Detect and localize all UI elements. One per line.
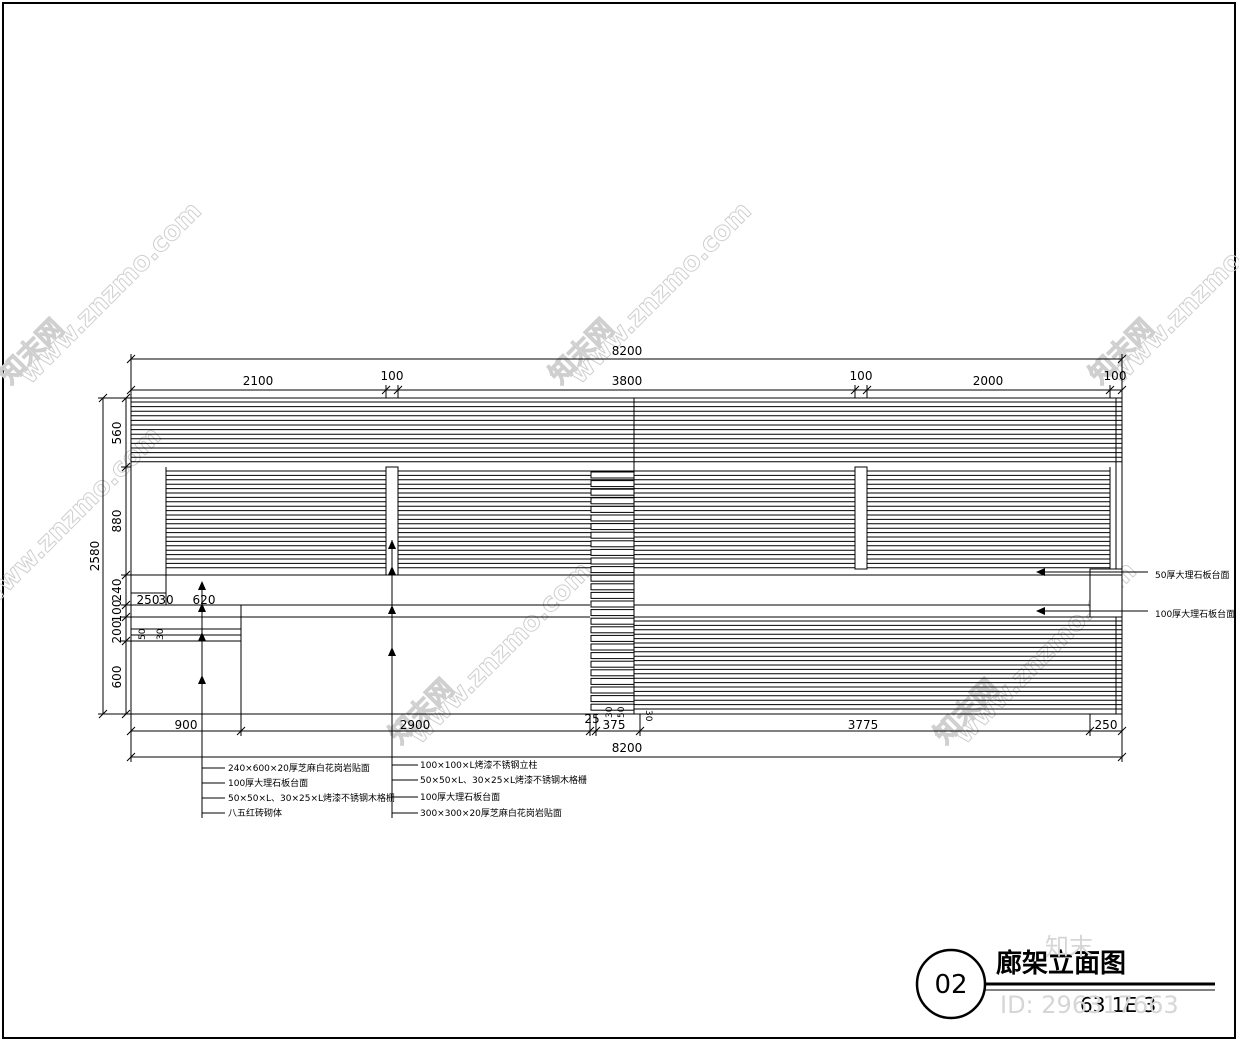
dim-top-seg: 100 [850,369,873,383]
dim-left-seg: 200 [110,621,124,644]
dim-bottom-seg: 900 [175,718,198,732]
column-slat [590,480,635,488]
left-seat-top [130,574,167,606]
note-mid: 300×300×20厚芝麻白花岗岩贴面 [420,807,562,819]
pergola-outline [130,397,1123,715]
column-slat [590,566,635,574]
inner-dimension-labels: 250 30 620 50 30 30 50 30 [137,593,653,722]
column-slat [590,471,635,479]
column-slat [590,505,635,513]
dim-small: 30 [605,706,615,718]
leader-lines [201,540,1148,818]
column-slat [590,591,635,599]
column-slat [590,677,635,685]
column-slat [590,626,635,634]
dim-small: 30 [156,628,166,640]
dim-left-seg: 100 [110,600,124,623]
column-slat [590,669,635,677]
dim-left-seg: 600 [110,666,124,689]
note-right: 50厚大理石板台面 [1155,569,1229,581]
annotation-notes: 240×600×20厚芝麻白花岗岩贴面 100厚大理石板台面 50×50×L、3… [228,569,1235,819]
middle-lattice [166,470,1110,569]
dim-small: 30 [643,710,653,722]
dim-left-total: 2580 [88,541,102,572]
dim-left-seg: 880 [110,510,124,533]
note-left: 100厚大理石板台面 [228,777,308,789]
dim-small: 620 [193,593,216,607]
column-slat [590,548,635,556]
top-lattice [131,401,1122,463]
bottom-dimension-labels: 900 2900 25 375 3775 250 8200 [175,712,1118,755]
column-slat [590,574,635,582]
column-slat [590,609,635,617]
column-slat [590,488,635,496]
watermark-logo: 知末 [1045,933,1093,961]
pergola-structure [130,397,1123,715]
dim-small: 250 [137,593,160,607]
column-slat [590,540,635,548]
top-dimensions [126,354,1127,398]
drawing-number: 02 [934,970,967,1000]
column-slat [590,531,635,539]
watermark-id: ID: 296317663 [1000,991,1179,1019]
column-slat [590,652,635,660]
dim-top-seg: 3800 [612,374,643,388]
dim-small: 50 [138,628,148,640]
note-mid: 100×100×L烤漆不锈钢立柱 [420,759,537,771]
column-slat [590,634,635,642]
column-slat [590,514,635,522]
dim-left-seg: 240 [110,579,124,602]
dim-top-seg: 100 [381,369,404,383]
dim-small: 30 [158,593,173,607]
column-slat [590,643,635,651]
drawing-title: 廊架立面图 [996,948,1126,979]
dim-bottom-seg: 250 [1095,718,1118,732]
column-slat [590,686,635,694]
dim-bottom-seg: 3775 [848,718,879,732]
note-left: 240×600×20厚芝麻白花岗岩贴面 [228,762,370,774]
dim-left-seg: 560 [110,422,124,445]
note-left: 50×50×L、30×25×L烤漆不锈钢木格栅 [228,792,395,804]
dim-bottom-seg: 375 [603,718,626,732]
leader-arrows [198,540,1045,684]
note-mid: 100厚大理石板台面 [420,791,500,803]
note-right: 100厚大理石板台面 [1155,608,1235,620]
dim-top-seg: 100 [1104,369,1127,383]
column-slat [590,583,635,591]
column-slat [590,660,635,668]
left-dimensions [98,393,131,719]
center-column [590,471,635,711]
dim-small: 50 [617,706,627,718]
dim-top-total: 8200 [612,344,643,358]
dim-top-seg: 2000 [973,374,1004,388]
dim-bottom-total: 8200 [612,741,643,755]
title-block: 02 廊架立面图 63 1E 3 [915,948,1215,1020]
note-mid: 50×50×L、30×25×L烤漆不锈钢木格栅 [420,774,587,786]
column-slat [590,523,635,531]
dim-bottom-seg: 25 [584,712,599,726]
dim-top-seg: 2100 [243,374,274,388]
column-slat [590,497,635,505]
column-slat [590,557,635,565]
left-dimension-labels: 2580 560 880 240 100 200 600 [88,422,124,689]
right-counter [1089,568,1123,618]
dim-bottom-seg: 2900 [400,718,431,732]
column-slat [590,600,635,608]
note-left: 八五红砖砌体 [228,807,282,819]
sheet-code: 63 1E 3 [1080,993,1156,1017]
column-slat [590,617,635,625]
bottom-dimensions [126,714,1127,762]
column-slat [590,695,635,703]
top-dimension-labels: 8200 2100 100 3800 100 2000 100 [243,344,1127,388]
lower-lattice [634,620,1122,710]
left-base [130,616,242,715]
post [854,466,868,570]
